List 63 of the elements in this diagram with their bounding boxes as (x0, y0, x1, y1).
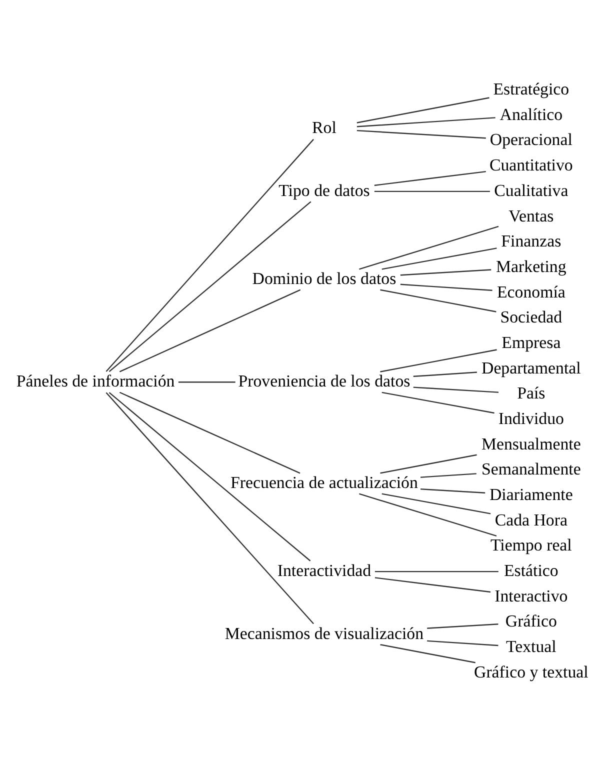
connector (356, 130, 486, 139)
node-text: Páneles de información (16, 372, 175, 391)
connector (108, 201, 312, 372)
connector (119, 392, 300, 474)
connector (413, 372, 477, 377)
node-text: Ventas (508, 206, 554, 226)
connector (356, 97, 490, 124)
node-text: Sociedad (500, 308, 562, 327)
node-text: Individuo (498, 408, 564, 428)
node-text: País (517, 384, 546, 403)
node-text: Dominio de los datos (252, 269, 396, 288)
node-text: Proveniencia de los datos (238, 372, 410, 391)
connector (420, 488, 486, 494)
node-text: Economía (496, 282, 566, 302)
node-text: Analítico (500, 104, 563, 124)
connector (400, 269, 492, 276)
connector (108, 392, 311, 562)
node-text: Mecanismos de visualización (224, 624, 424, 643)
connector (178, 382, 236, 383)
connector (106, 138, 314, 372)
node-text: Cualitativa (494, 180, 568, 200)
node-text: Gráfico y textual (474, 662, 588, 682)
connector (382, 248, 497, 270)
connector (380, 454, 477, 474)
node-text: Departamental (482, 358, 581, 378)
connector (380, 644, 476, 664)
connector (380, 349, 497, 372)
connector (374, 570, 498, 572)
connector (359, 226, 499, 270)
node-text: Rol (312, 118, 336, 138)
connector (119, 289, 301, 372)
node-text: Interactividad (277, 561, 372, 580)
connector (374, 190, 490, 192)
node-text: Interactivo (494, 586, 568, 606)
node-text: Tipo de datos (278, 180, 370, 200)
node-text: Estratégico (493, 80, 570, 99)
connector (359, 493, 497, 537)
connector (356, 117, 496, 128)
connector (374, 170, 486, 186)
connector (106, 392, 314, 624)
connector (427, 624, 498, 629)
node-text: Cuantitativo (489, 156, 573, 175)
node-text: Marketing (496, 256, 566, 276)
connector (380, 289, 496, 312)
node-text: Finanzas (501, 232, 562, 251)
connector (420, 473, 476, 478)
node-text: Operacional (490, 130, 572, 150)
connector (400, 284, 492, 291)
connector (427, 640, 498, 646)
node-text: Cada Hora (494, 510, 568, 530)
node-text: Gráfico (505, 612, 557, 631)
node-text: Semanalmente (481, 460, 581, 479)
node-text: Estático (504, 561, 558, 580)
node-text: Mensualmente (481, 434, 581, 454)
node-text: Textual (506, 637, 556, 656)
node-text: Diariamente (489, 484, 573, 504)
node-text: Tiempo real (490, 536, 572, 555)
connector (382, 493, 491, 514)
node-text: Empresa (502, 332, 561, 352)
connector (374, 577, 491, 593)
node-text: Frecuencia de actualización (230, 472, 418, 492)
connector (382, 392, 494, 414)
connector (413, 386, 499, 393)
